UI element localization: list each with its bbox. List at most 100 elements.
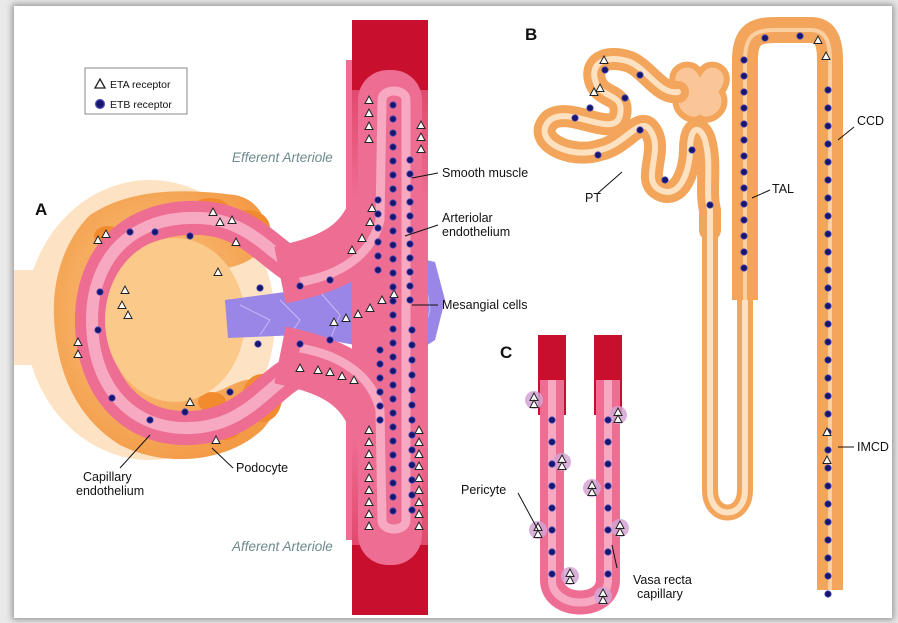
etb-receptor-marker	[407, 241, 413, 247]
etb-receptor-marker	[409, 462, 415, 468]
etb-receptor-marker	[549, 527, 555, 533]
etb-receptor-marker	[409, 327, 415, 333]
etb-receptor-marker	[407, 283, 413, 289]
etb-receptor-marker	[297, 283, 303, 289]
etb-receptor-marker	[407, 199, 413, 205]
etb-receptor-marker	[825, 195, 831, 201]
etb-receptor-marker	[825, 555, 831, 561]
etb-receptor-marker	[825, 105, 831, 111]
etb-receptor-marker	[390, 452, 396, 458]
etb-receptor-marker	[825, 501, 831, 507]
etb-receptor-marker	[127, 229, 133, 235]
etb-receptor-marker	[825, 483, 831, 489]
etb-receptor-marker	[707, 202, 713, 208]
etb-receptor-marker	[622, 95, 628, 101]
etb-receptor-marker	[689, 147, 695, 153]
etb-receptor-marker	[825, 537, 831, 543]
kidney-endothelin-receptor-diagram: ETA receptor ETB receptor A B C Efferent…	[14, 6, 892, 618]
etb-receptor-marker	[741, 185, 747, 191]
etb-receptor-marker	[605, 439, 611, 445]
etb-receptor-marker	[390, 382, 396, 388]
proximal-tubule	[545, 59, 710, 230]
etb-receptor-marker	[587, 105, 593, 111]
etb-receptor-marker	[390, 312, 396, 318]
etb-receptor-marker	[825, 249, 831, 255]
etb-receptor-marker	[741, 169, 747, 175]
etb-receptor-marker	[377, 347, 383, 353]
panel-c-vasa-recta	[525, 335, 629, 605]
etb-receptor-marker	[741, 201, 747, 207]
etb-receptor-marker	[97, 289, 103, 295]
etb-receptor-marker	[375, 211, 381, 217]
etb-receptor-marker	[825, 213, 831, 219]
etb-receptor-marker	[602, 67, 608, 73]
etb-receptor-marker	[825, 231, 831, 237]
etb-receptor-marker	[407, 171, 413, 177]
imcd-label: IMCD	[857, 440, 889, 454]
panel-b-letter: B	[525, 25, 537, 44]
vasa-recta-label-line1: Vasa recta	[633, 573, 692, 587]
etb-receptor-marker	[605, 417, 611, 423]
etb-receptor-marker	[407, 269, 413, 275]
etb-receptor-marker	[147, 417, 153, 423]
etb-receptor-marker	[390, 298, 396, 304]
etb-receptor-marker	[825, 339, 831, 345]
etb-receptor-marker	[390, 424, 396, 430]
etb-receptor-marker	[390, 326, 396, 332]
etb-receptor-marker	[637, 72, 643, 78]
etb-receptor-marker	[409, 342, 415, 348]
etb-receptor-marker	[825, 87, 831, 93]
etb-receptor-marker	[409, 432, 415, 438]
etb-receptor-marker	[605, 505, 611, 511]
figure-frame: ETA receptor ETB receptor A B C Efferent…	[14, 6, 892, 618]
etb-receptor-marker	[390, 200, 396, 206]
etb-receptor-marker	[605, 483, 611, 489]
panel-a-glomerulus	[14, 20, 445, 615]
etb-receptor-marker	[662, 177, 668, 183]
etb-receptor-marker	[327, 277, 333, 283]
etb-receptor-marker	[825, 303, 831, 309]
etb-receptor-marker	[825, 141, 831, 147]
etb-receptor-marker	[255, 341, 261, 347]
etb-receptor-marker	[825, 357, 831, 363]
etb-receptor-marker	[390, 438, 396, 444]
etb-receptor-marker	[825, 573, 831, 579]
etb-receptor-marker	[390, 186, 396, 192]
pt-label: PT	[585, 191, 601, 205]
panel-b-nephron	[545, 30, 830, 590]
etb-receptor-marker	[407, 297, 413, 303]
etb-receptor-marker	[187, 233, 193, 239]
etb-receptor-marker	[549, 505, 555, 511]
etb-receptor-marker	[741, 265, 747, 271]
etb-receptor-marker	[825, 591, 831, 597]
etb-receptor-marker	[390, 340, 396, 346]
etb-receptor-marker	[152, 229, 158, 235]
etb-receptor-marker	[409, 402, 415, 408]
etb-receptor-marker	[407, 185, 413, 191]
etb-receptor-marker	[549, 483, 555, 489]
etb-receptor-marker	[605, 527, 611, 533]
etb-receptor-marker	[390, 354, 396, 360]
etb-receptor-marker	[182, 409, 188, 415]
etb-receptor-marker	[390, 480, 396, 486]
etb-receptor-marker	[390, 368, 396, 374]
etb-receptor-marker	[390, 144, 396, 150]
etb-receptor-marker	[407, 255, 413, 261]
ccd-label: CCD	[857, 114, 884, 128]
glomerulus-interior	[105, 238, 245, 402]
tal-label: TAL	[772, 182, 794, 196]
etb-receptor-marker	[741, 89, 747, 95]
pericyte-label: Pericyte	[461, 483, 506, 497]
etb-receptor-marker	[605, 571, 611, 577]
efferent-arteriole-label: Efferent Arteriole	[232, 150, 333, 165]
etb-receptor-marker	[390, 494, 396, 500]
vasa-recta-label-line2: capillary	[637, 587, 684, 601]
legend-etb-label: ETB receptor	[110, 99, 172, 111]
etb-receptor-marker	[377, 361, 383, 367]
capillary-endothelium-label-line2: endothelium	[76, 484, 144, 498]
podocyte-label: Podocyte	[236, 461, 288, 475]
etb-receptor-marker	[409, 447, 415, 453]
thick-ascending-limb	[745, 30, 830, 590]
etb-receptor-icon	[96, 100, 105, 109]
etb-receptor-marker	[762, 35, 768, 41]
